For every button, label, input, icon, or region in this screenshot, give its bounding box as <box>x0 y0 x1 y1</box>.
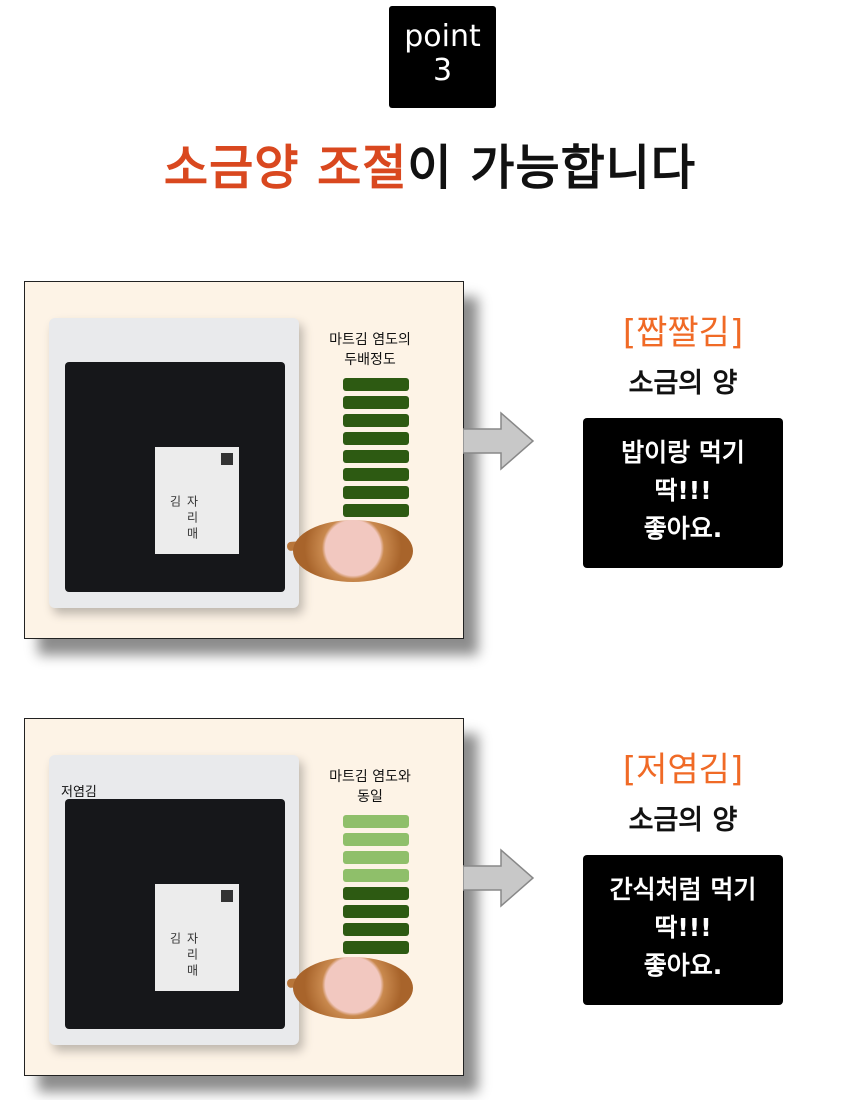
salt-level-bar <box>343 396 409 409</box>
seaweed-package-image: 자리매김 <box>49 755 299 1045</box>
recommendation-line: 딱!!! <box>654 913 712 942</box>
recommendation-line: 좋아요. <box>643 951 723 980</box>
variant-subtitle: 소금의 양 <box>628 805 738 836</box>
point-number: 3 <box>432 53 453 88</box>
package-brand: 자리매김 <box>168 495 199 543</box>
salt-spoon-image <box>293 520 413 582</box>
page-title: 소금양 조절이 가능합니다 <box>0 128 860 198</box>
salt-level-bar <box>343 887 409 900</box>
salt-spoon-image <box>293 957 413 1019</box>
title-rest: 이 가능합니다 <box>407 140 697 196</box>
salt-level-title-line1: 마트김 염도의 <box>329 332 411 348</box>
salt-level-bar <box>343 941 409 954</box>
point-badge: point 3 <box>389 6 496 108</box>
recommendation-box: 간식처럼 먹기 딱!!! 좋아요. <box>583 855 783 1005</box>
logo-stamp-icon <box>221 453 233 465</box>
recommendation-line: 좋아요. <box>643 514 723 543</box>
variant-name: [저염김] <box>622 750 744 790</box>
salt-level-bar <box>343 815 409 828</box>
salt-level-title-line2: 동일 <box>357 789 383 805</box>
package-brand: 자리매김 <box>168 932 199 980</box>
recommendation-line: 밥이랑 먹기 <box>621 438 745 467</box>
salt-level-bar <box>343 504 409 517</box>
salt-level-bar <box>343 923 409 936</box>
package-tag: 저염김 <box>61 785 97 800</box>
recommendation-line: 간식처럼 먹기 <box>609 875 757 904</box>
salt-level-bar <box>343 378 409 391</box>
seaweed-package-image: 자리매김 <box>49 318 299 608</box>
salt-level-bar <box>343 833 409 846</box>
arrow-right-icon <box>463 848 535 908</box>
variant-subtitle: 소금의 양 <box>628 368 738 399</box>
salt-level-bar <box>343 486 409 499</box>
salt-level-bar <box>343 432 409 445</box>
salt-level-bar <box>343 869 409 882</box>
salt-level-bar <box>343 851 409 864</box>
package-label: 자리매김 <box>155 447 239 554</box>
logo-stamp-icon <box>221 890 233 902</box>
salt-level-bar <box>343 450 409 463</box>
point-label: point <box>404 19 481 54</box>
recommendation-line: 딱!!! <box>654 476 712 505</box>
recommendation-box: 밥이랑 먹기 딱!!! 좋아요. <box>583 418 783 568</box>
salt-level-title-line1: 마트김 염도와 <box>329 769 411 785</box>
arrow-right-icon <box>463 411 535 471</box>
package-label: 자리매김 <box>155 884 239 991</box>
variant-name: [짭짤김] <box>622 313 744 353</box>
salt-level-bar <box>343 414 409 427</box>
title-highlight: 소금양 조절 <box>163 140 408 196</box>
salt-level-bar <box>343 468 409 481</box>
salt-level-title-line2: 두배정도 <box>344 352 396 368</box>
salt-level-bar <box>343 905 409 918</box>
